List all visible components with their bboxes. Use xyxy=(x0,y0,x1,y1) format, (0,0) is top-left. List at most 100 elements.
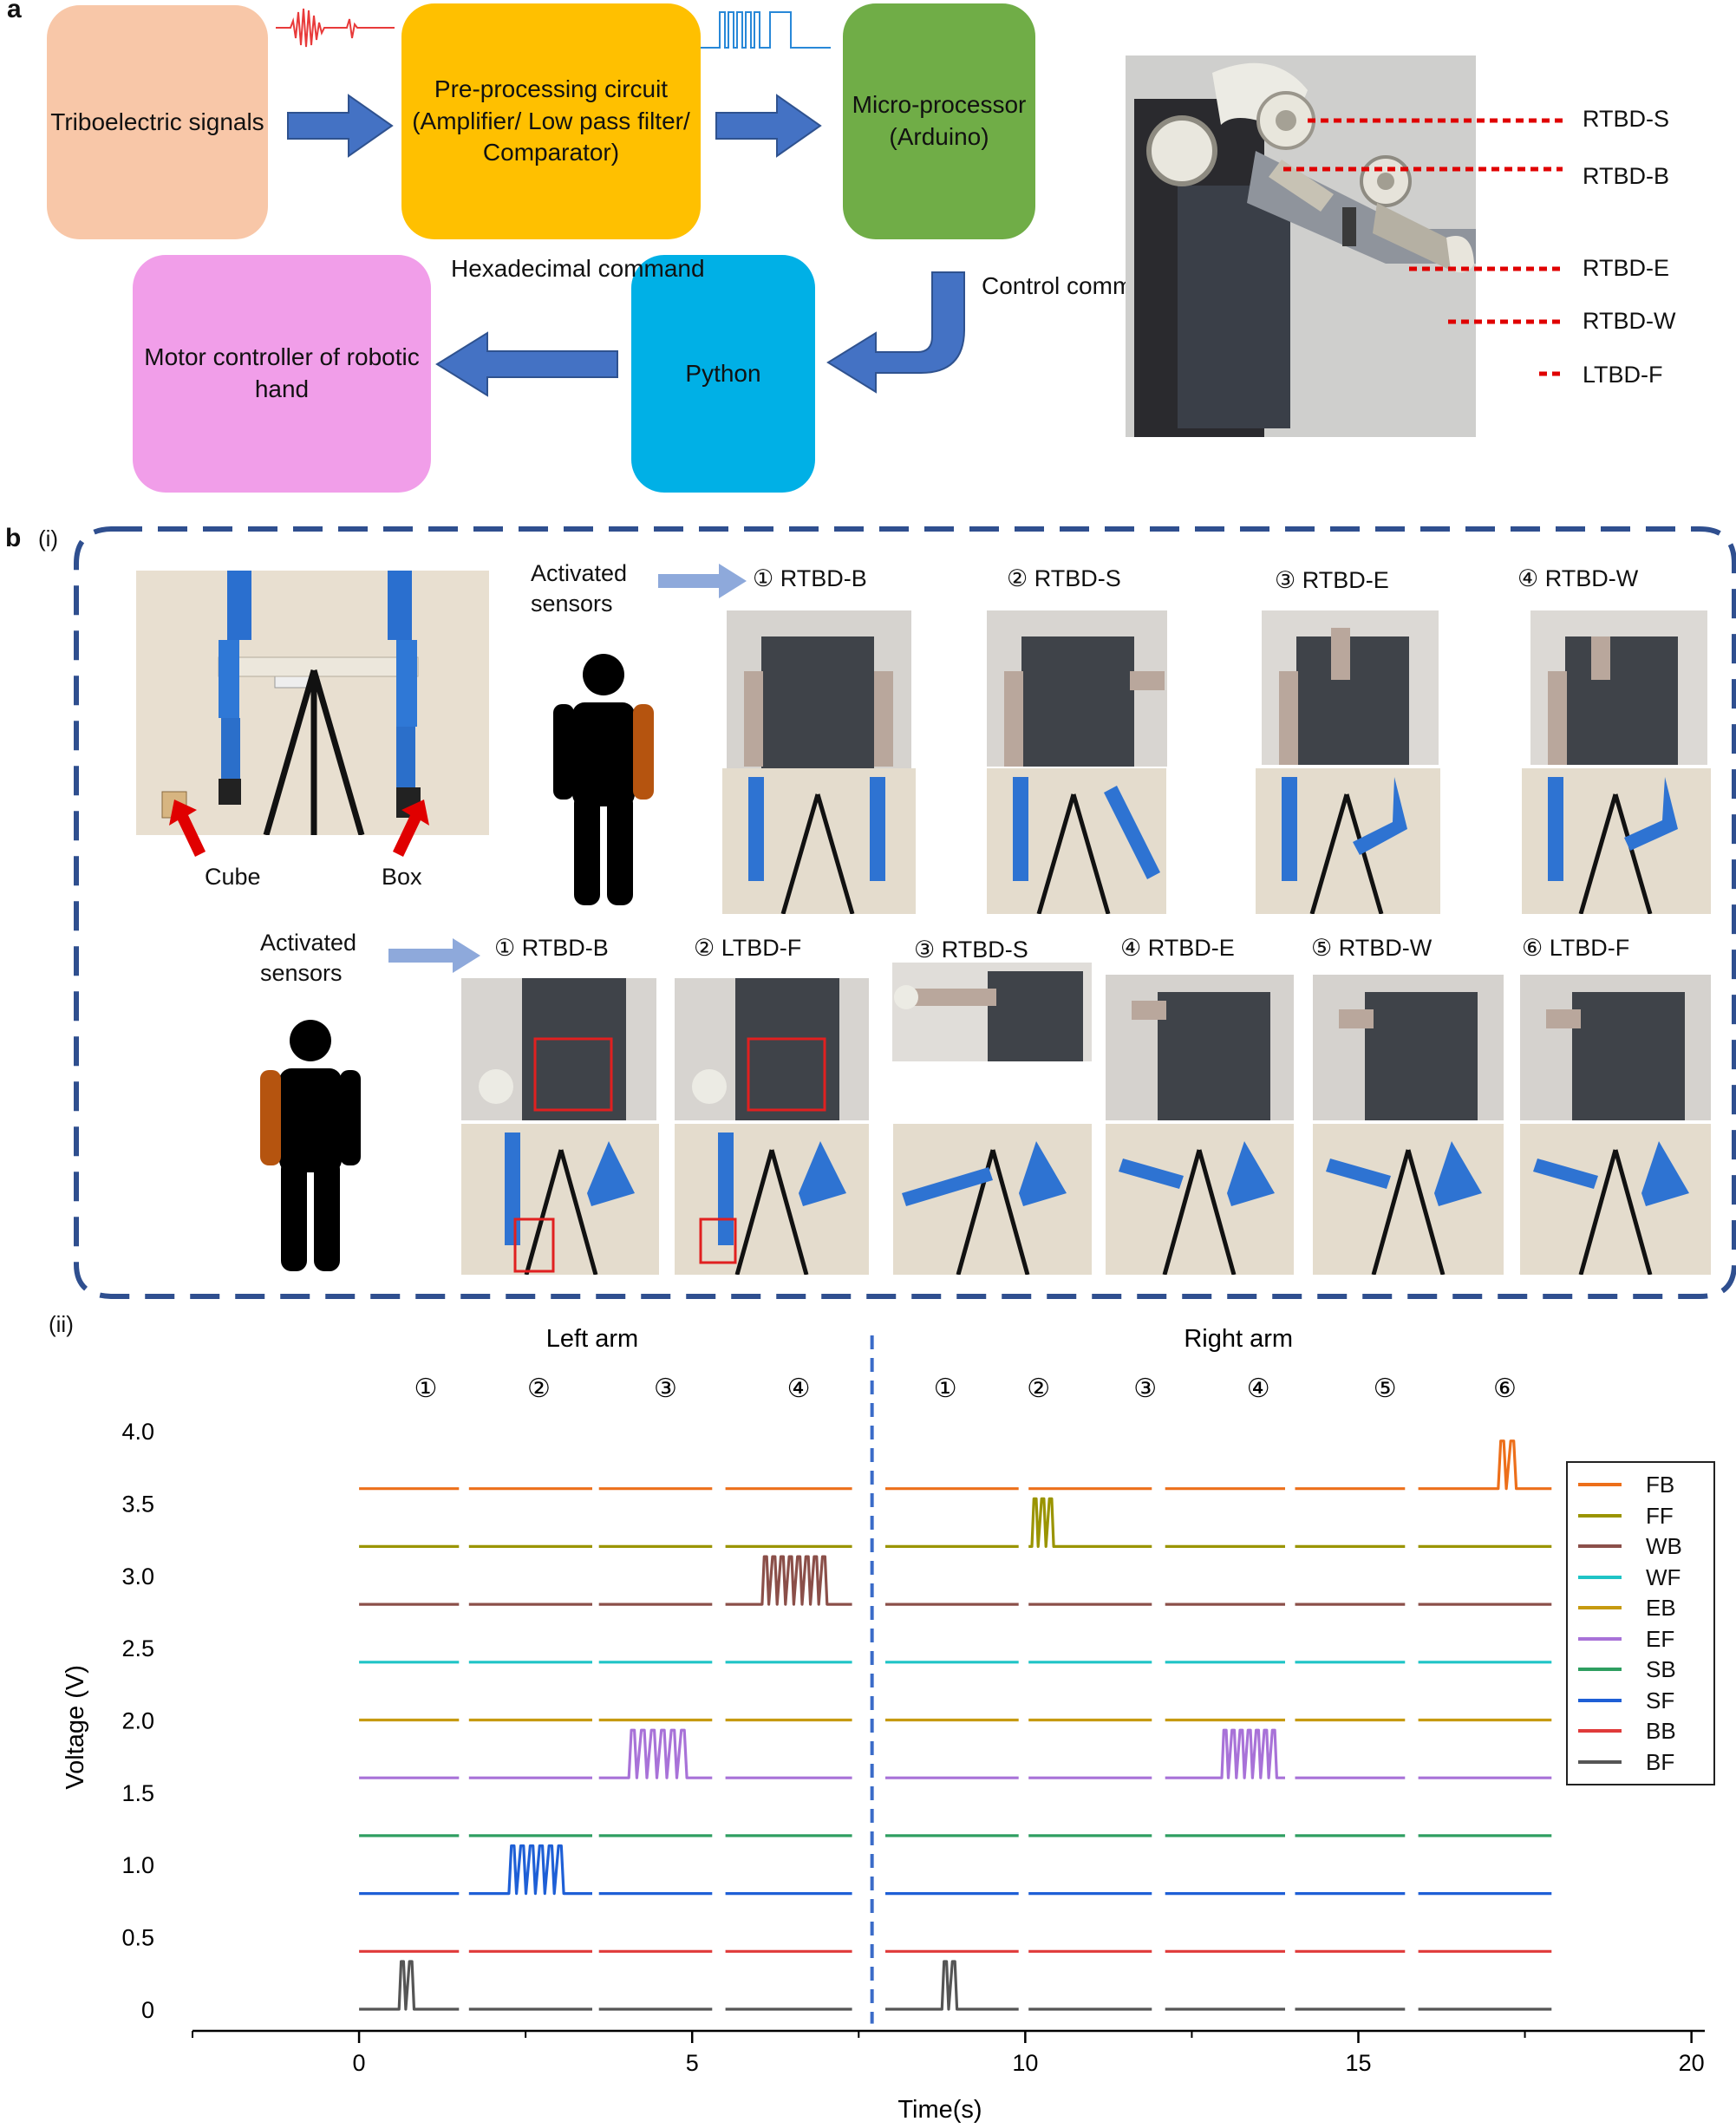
legend-label: FB xyxy=(1646,1472,1675,1498)
legend-item-eb: EB xyxy=(1568,1593,1713,1622)
box-triboelectric: Triboelectric signals xyxy=(47,5,268,239)
step-marker: ③ xyxy=(654,1374,677,1404)
legend-label: BF xyxy=(1646,1748,1675,1775)
row1-step-2: ② RTBD-S xyxy=(1007,565,1121,591)
panel-a-letter: a xyxy=(7,0,22,23)
box-preprocessing: Pre-processing circuit (Amplifier/ Low p… xyxy=(401,3,701,239)
label-rtbd-w: RTBD-W xyxy=(1583,308,1676,334)
x-tick-label: 15 xyxy=(1345,2050,1371,2076)
row2-step-4: ④ RTBD-E xyxy=(1120,935,1235,961)
row2-robot-photo-1 xyxy=(461,1124,659,1275)
row2-robot-photo-2 xyxy=(675,1124,869,1275)
cube-label: Cube xyxy=(205,864,261,890)
legend-swatch xyxy=(1578,1729,1622,1733)
row2-human-photo-5 xyxy=(1313,975,1504,1120)
label-rtbd-e: RTBD-E xyxy=(1583,255,1670,281)
y-tick-label: 3.5 xyxy=(121,1491,154,1517)
box-microprocessor: Micro-processor (Arduino) xyxy=(843,3,1035,239)
legend-label: SB xyxy=(1646,1656,1676,1682)
legend-item-ef: EF xyxy=(1568,1624,1713,1654)
legend-item-wf: WF xyxy=(1568,1563,1713,1592)
row1-human-photo-3 xyxy=(1262,610,1439,765)
y-tick-label: 0 xyxy=(141,1997,154,2023)
series-fb xyxy=(359,1439,1552,1491)
y-tick-label: 0.5 xyxy=(121,1925,154,1951)
row1-human-photo-2 xyxy=(987,610,1167,767)
y-tick-label: 2.5 xyxy=(121,1635,154,1661)
y-tick-label: 1.5 xyxy=(121,1780,154,1806)
panel-a-arrows xyxy=(276,8,965,397)
section-title: Right arm xyxy=(1184,1325,1293,1353)
robot-setup-photo xyxy=(136,571,489,835)
legend-swatch xyxy=(1578,1759,1622,1764)
row2-human-photo-6 xyxy=(1520,975,1711,1120)
step-marker: ④ xyxy=(1247,1374,1270,1404)
exoskeleton-photo xyxy=(1126,55,1476,437)
row1-robot-photo-1 xyxy=(722,768,916,914)
series-line-ef xyxy=(598,1728,713,1779)
y-tick-label: 1.0 xyxy=(121,1852,154,1878)
row2-robot-photo-4 xyxy=(1106,1124,1294,1275)
note-hexadecimal: Hexadecimal command xyxy=(451,255,705,282)
box-python: Python xyxy=(631,255,815,493)
row2-robot-photo-3 xyxy=(893,1124,1092,1275)
dashed-frame xyxy=(74,526,1736,1299)
row2-step-1: ① RTBD-B xyxy=(494,935,609,961)
arrow-2 xyxy=(715,94,822,158)
step-marker: ⑥ xyxy=(1493,1374,1517,1404)
series-line-bf xyxy=(885,1960,1019,2011)
row2-step-6: ⑥ LTBD-F xyxy=(1522,935,1630,961)
sensor-pointer-lines xyxy=(1283,118,1563,376)
row1-robot-photo-3 xyxy=(1256,768,1440,914)
series-bf xyxy=(359,1960,1552,2011)
legend-item-fb: FB xyxy=(1568,1470,1713,1499)
series-line-wb xyxy=(725,1555,852,1606)
legend-label: SF xyxy=(1646,1687,1675,1713)
legend-swatch xyxy=(1578,1698,1622,1702)
activated-arrow-2 xyxy=(388,938,480,973)
legend-swatch xyxy=(1578,1668,1622,1671)
y-tick-label: 4.0 xyxy=(121,1419,154,1445)
legend-item-sf: SF xyxy=(1568,1686,1713,1715)
row2-step-5: ⑤ RTBD-W xyxy=(1311,935,1433,961)
section-title: Left arm xyxy=(546,1325,638,1353)
box-motor-controller: Motor controller of robotic hand xyxy=(133,255,431,493)
legend-label: EF xyxy=(1646,1625,1675,1652)
legend-swatch xyxy=(1578,1606,1622,1609)
y-tick-label: 3.0 xyxy=(121,1563,154,1589)
row2-human-photo-3 xyxy=(892,963,1092,1061)
legend-swatch xyxy=(1578,1483,1622,1486)
x-axis-label: Time(s) xyxy=(897,2096,982,2124)
x-tick-label: 20 xyxy=(1679,2050,1705,2076)
x-tick-label: 5 xyxy=(686,2050,699,2076)
person-figure-left-arm xyxy=(553,654,654,905)
arrow-1 xyxy=(287,94,394,158)
row1-robot-photo-2 xyxy=(987,768,1166,914)
sub-ii-label: (ii) xyxy=(49,1311,74,1337)
legend-swatch xyxy=(1578,1544,1622,1548)
row1-step-3: ③ RTBD-E xyxy=(1275,567,1389,593)
box-label: Box xyxy=(382,864,422,890)
legend-item-bf: BF xyxy=(1568,1747,1713,1777)
series-line-sf xyxy=(468,1844,592,1896)
step-marker: ② xyxy=(1027,1374,1050,1404)
x-tick-label: 10 xyxy=(1012,2050,1038,2076)
label-rtbd-b: RTBD-B xyxy=(1583,163,1670,189)
legend-item-ff: FF xyxy=(1568,1501,1713,1531)
series-line-bf xyxy=(359,1960,460,2011)
series-line-ef xyxy=(1165,1728,1285,1779)
row2-step-3: ③ RTBD-S xyxy=(914,937,1028,963)
series-ff xyxy=(359,1497,1552,1549)
step-marker: ② xyxy=(527,1374,551,1404)
row2-human-photo-2 xyxy=(675,978,869,1120)
row1-robot-photo-4 xyxy=(1522,768,1711,914)
raw-signal-waveform xyxy=(276,8,395,48)
row2-robot-photo-5 xyxy=(1313,1124,1504,1275)
row1-human-photo-1 xyxy=(727,610,911,768)
step-marker: ① xyxy=(414,1374,437,1404)
series-sf xyxy=(359,1844,1552,1896)
legend-label: BB xyxy=(1646,1718,1676,1744)
step-marker: ④ xyxy=(787,1374,811,1404)
series-line-fb xyxy=(1418,1439,1552,1491)
series-ef xyxy=(359,1728,1552,1779)
